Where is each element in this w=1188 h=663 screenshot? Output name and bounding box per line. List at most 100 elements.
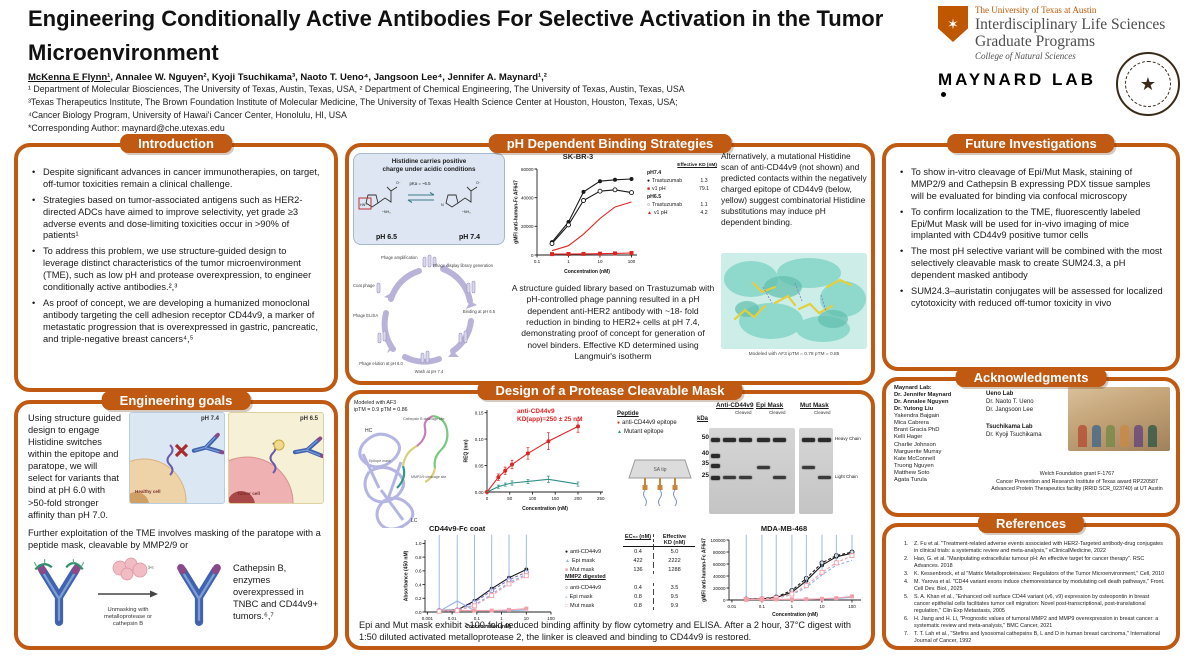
filled-square-marker-icon: ■	[647, 186, 651, 192]
svg-text:Epitope mask: Epitope mask	[369, 459, 391, 463]
legend-row: ■v1 pH	[647, 186, 666, 192]
svg-text:40000: 40000	[713, 574, 726, 579]
gel-header-mut-mask: Mut Mask	[800, 402, 829, 409]
svg-text:Cathepsin B cleavage site: Cathepsin B cleavage site	[403, 417, 445, 421]
future-bullet: To confirm localization to the TME, fluo…	[900, 207, 1164, 243]
histidine-ph74-label: pH 7.4	[458, 234, 480, 241]
affiliation-1: ¹ Department of Molecular Biosciences, T…	[28, 84, 685, 94]
phage-panning-cycle-diagram: Phage amplification Phage display librar…	[353, 254, 496, 374]
skbr3-chart-title: SK-BR-3	[562, 152, 594, 161]
svg-text:60000: 60000	[713, 562, 726, 567]
svg-text:O⁻: O⁻	[396, 181, 401, 185]
svg-text:0.01: 0.01	[728, 604, 737, 609]
spr-legend: Peptide ●anti-CD44v9 epitope ▲Mutant epi…	[617, 410, 695, 437]
svg-text:10: 10	[597, 259, 603, 264]
svg-text:0.8: 0.8	[415, 555, 422, 560]
ph65-label: pH 6.5	[299, 416, 318, 422]
svg-text:200: 200	[574, 496, 582, 501]
spr-legend-title: Peptide	[617, 411, 639, 417]
svg-text:0.1: 0.1	[534, 259, 541, 264]
tumor-cell-panel: pH 6.5 Tumor cell	[228, 412, 324, 504]
svg-text:Phage display library generati: Phage display library generation	[433, 263, 493, 268]
svg-text:60000: 60000	[521, 167, 534, 172]
svg-text:1: 1	[500, 616, 503, 621]
legend-row: ●Trastuzumab	[647, 178, 683, 184]
svg-text:40000: 40000	[521, 195, 534, 200]
mask-section-caption: Epi and Mut mask exhibit >100-fold reduc…	[359, 620, 851, 642]
maynard-lab-logo: MAYNARD LAB	[938, 70, 1096, 89]
poster-title: Engineering Conditionally Active Antibod…	[28, 6, 884, 66]
gel-cleaved-label: Cleaved	[814, 410, 831, 415]
svg-text:250: 250	[597, 496, 605, 501]
goals-paragraph-2: Further exploitation of the TME involves…	[28, 527, 321, 550]
svg-text:100: 100	[529, 496, 537, 501]
open-square-marker-icon: □	[565, 602, 569, 609]
svg-text:1: 1	[791, 604, 794, 609]
reference-list: Z. Fu et al. "Treatment-related adverse …	[886, 533, 1176, 646]
lab-group-photo	[1068, 387, 1170, 451]
filled-circle-marker-icon: ●	[617, 420, 621, 426]
svg-text:0: 0	[531, 253, 534, 258]
elisa-chart-title: CD44v9-Fc coat	[429, 524, 486, 533]
svg-text:0.00: 0.00	[475, 490, 484, 495]
svg-text:⁺NH₃: ⁺NH₃	[382, 210, 391, 214]
svg-text:Wash at pH 7.4: Wash at pH 7.4	[415, 369, 444, 374]
corresponding-author: *Corresponding Author: maynard@che.utexa…	[28, 123, 225, 133]
svg-text:Concentration (nM): Concentration (nM)	[465, 624, 511, 630]
protease-arrow-icon: ✄	[98, 557, 158, 598]
reference-item: Z. Fu et al. "Treatment-related adverse …	[910, 541, 1166, 555]
gel-header-anti-cd44v9: Anti-CD44v9	[716, 402, 754, 409]
svg-text:100: 100	[848, 604, 856, 609]
svg-text:0.01: 0.01	[448, 616, 457, 621]
future-bullet: To show in-vitro cleavage of Epi/Mut Mas…	[900, 167, 1164, 203]
svg-text:0: 0	[486, 496, 489, 501]
heavy-chain-label: Heavy Chain	[835, 436, 861, 441]
svg-text:0.1: 0.1	[474, 616, 481, 621]
gel-block-2	[799, 428, 833, 514]
svg-text:Phage elution at pH 6.0: Phage elution at pH 6.0	[359, 361, 403, 366]
ladder-35: 35	[701, 460, 709, 467]
mmp2-digested-subheader: MMP2 digested	[565, 574, 606, 580]
filled-triangle-marker-icon: ▲	[565, 557, 570, 564]
intro-bullet: Strategies based on tumor-associated ant…	[32, 195, 322, 243]
svg-text:Phage ELISA: Phage ELISA	[353, 313, 378, 318]
ph-binding-panel: pH Dependent Binding Strategies Histidin…	[345, 134, 875, 385]
svg-text:0.10: 0.10	[475, 437, 484, 442]
maynard-lab-list: Maynard Lab: Dr. Jennifer Maynard Dr. An…	[894, 385, 952, 483]
light-chain-label: Light Chain	[835, 474, 858, 479]
svg-text:REQ (nm): REQ (nm)	[464, 439, 470, 462]
ut-logo-line1: The University of Texas at Austin	[975, 5, 1097, 15]
open-triangle-marker-icon: ▵	[565, 593, 568, 600]
unmasked-antibody-icon	[168, 556, 230, 628]
svg-text:0.15: 0.15	[475, 410, 484, 415]
svg-text:Concentration (nM): Concentration (nM)	[522, 506, 568, 512]
effective-kd-header: Effective KD (nM)	[677, 163, 717, 168]
affiliation-3: ⁴Cancer Biology Program, University of H…	[28, 110, 347, 120]
phage-panning-caption: A structure guided library based on Tras…	[511, 283, 715, 362]
legend-row: ▲v1 pH	[647, 210, 668, 216]
unmasking-cartoon: ✄ Unmasking with metalloprotease or cath…	[28, 556, 324, 629]
svg-text:gMFI anti-human-Fc AF647: gMFI anti-human-Fc AF647	[702, 538, 708, 602]
svg-text:150: 150	[551, 496, 559, 501]
reference-item: Hao, G. et al. "Manipulating extracellul…	[910, 556, 1166, 570]
filled-square-marker-icon: ■	[565, 566, 569, 573]
open-circle-marker-icon: ○	[647, 202, 651, 208]
svg-text:✄: ✄	[148, 565, 154, 572]
svg-text:80000: 80000	[713, 550, 726, 555]
filled-triangle-marker-icon: ▲	[647, 210, 652, 216]
references-heading: References	[977, 514, 1085, 533]
cd44v9-epitope-surface-image	[721, 253, 867, 349]
sds-page-gel: kDa Anti-CD44v9 Epi Mask Mut Mask Cleave…	[697, 402, 869, 522]
intro-bullet: To address this problem, we use structur…	[32, 246, 322, 294]
histidine-title-2: charge under acidic conditions	[382, 165, 476, 173]
svg-text:20000: 20000	[521, 224, 534, 229]
cleavable-mask-heading: Design of a Protease Cleavable Mask	[477, 381, 743, 400]
svg-text:MMP2/9 cleavage site: MMP2/9 cleavage site	[411, 475, 446, 479]
